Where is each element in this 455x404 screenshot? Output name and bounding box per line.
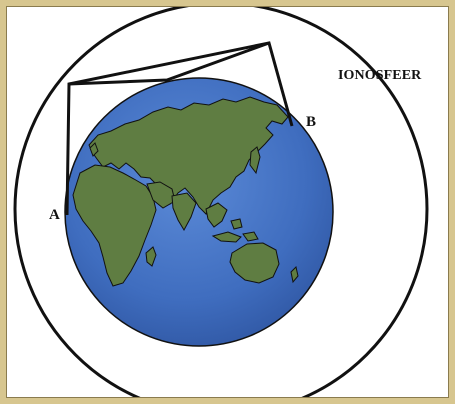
earth-globe: [65, 78, 333, 346]
ionosphere-diagram: [7, 7, 448, 397]
point-a-label: A: [49, 208, 60, 223]
point-b-label: B: [306, 115, 316, 130]
diagram-panel: IONOSFEER A B: [6, 6, 449, 398]
ionosphere-label: IONOSFEER: [338, 69, 421, 83]
